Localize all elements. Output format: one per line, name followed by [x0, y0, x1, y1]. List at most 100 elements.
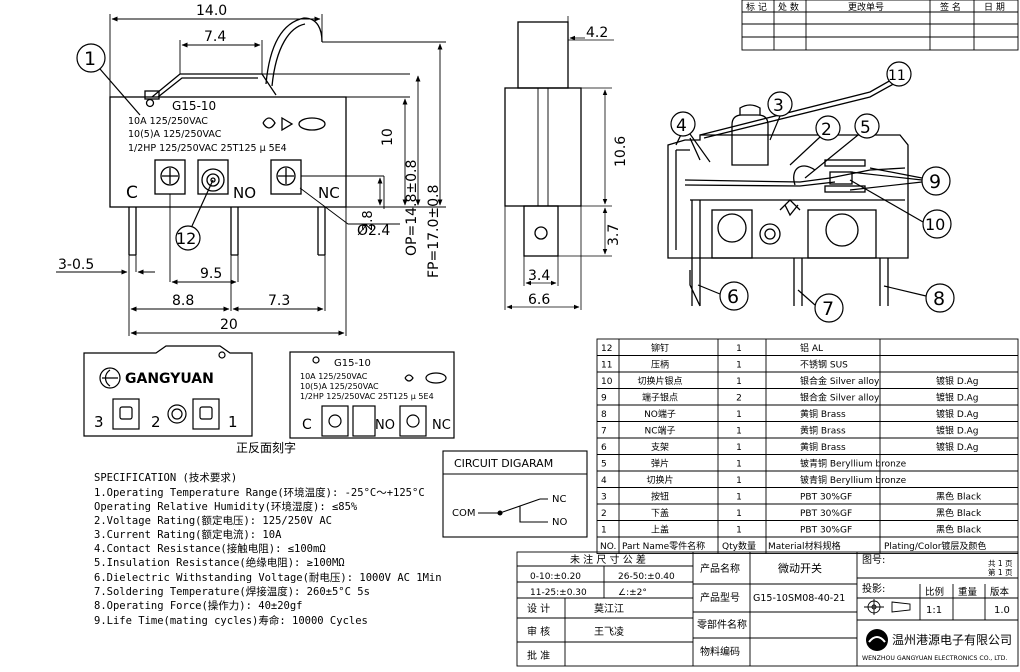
- bom-cell: 端子银点: [642, 392, 678, 404]
- mark-c: C: [302, 417, 312, 433]
- bom-cell: 1: [736, 493, 742, 503]
- mark-rating-1: 10A 125/250VAC: [300, 372, 368, 381]
- tol-title: 未 注 尺 寸 公 差: [570, 553, 646, 566]
- front-marking-view: [289, 351, 455, 439]
- bom-cell: 1: [736, 410, 742, 420]
- rev-h1: 标 记: [746, 1, 767, 13]
- callout-4: 4: [676, 116, 687, 136]
- bom-cell: 支架: [651, 441, 669, 453]
- bom-cell: 1: [736, 377, 742, 387]
- mat-label: 物料编码: [700, 645, 740, 658]
- dim-2-8: 2.8: [361, 210, 376, 231]
- company-name-en: WENZHOU GANGYUAN ELECTRONICS CO., LTD.: [862, 655, 1007, 662]
- drawno-label: 图号:: [862, 554, 885, 566]
- weight-label: 重量: [958, 586, 978, 598]
- brand-label: GANGYUAN: [125, 371, 214, 387]
- bom-cell: 1: [736, 427, 742, 437]
- bom-cell: PBT 30%GF: [800, 509, 852, 519]
- mark-nc: NC: [432, 418, 451, 433]
- dim-7-3: 7.3: [268, 293, 290, 309]
- ver-value: 1.0: [994, 605, 1010, 616]
- callout-3: 3: [773, 96, 784, 116]
- callout-11: 11: [888, 68, 906, 84]
- bom-header: Part Name零件名称: [622, 540, 705, 552]
- bom-cell: 上盖: [651, 524, 669, 536]
- ver-label: 版本: [990, 586, 1010, 598]
- bom-cell: 黑色 Black: [936, 524, 982, 536]
- specification: SPECIFICATION (技术要求) 1.Operating Tempera…: [94, 471, 442, 627]
- tol-2a: 11-25:±0.30: [530, 588, 587, 598]
- bom-cell: 1: [736, 443, 742, 453]
- circuit-diagram: [442, 450, 588, 538]
- proj-label: 投影:: [862, 582, 885, 595]
- dim-fp: FP=17.0±0.8: [426, 185, 442, 278]
- bom-cell: 2: [736, 394, 742, 404]
- bom-cell: 4: [601, 476, 607, 486]
- spec-line: 7.Soldering Temperature(焊接温度): 260±5°C 5…: [94, 585, 370, 598]
- side-view: [504, 16, 614, 310]
- bom-cell: 铝 AL: [800, 342, 823, 354]
- revision-table: [741, 0, 1019, 51]
- callouts-section: [670, 61, 955, 323]
- bom-cell: PBT 30%GF: [800, 526, 852, 536]
- check-value: 王飞凌: [594, 625, 624, 638]
- front-view: [109, 17, 347, 256]
- bom-cell: 9: [601, 394, 607, 404]
- company-name: 温州港源电子有限公司: [892, 633, 1012, 647]
- callout-6: 6: [727, 286, 739, 308]
- spec-line: 6.Dielectric Withstanding Voltage(耐电压): …: [94, 571, 442, 584]
- spec-line: 4.Contact Resistance(接触电阻): ≤100mΩ: [94, 542, 326, 555]
- callout-2: 2: [821, 120, 832, 140]
- bom-cell: 3: [601, 493, 607, 503]
- dim-9-5: 9.5: [200, 266, 222, 282]
- spec-line: 5.Insulation Resistance(绝缘电阻): ≥100MΩ: [94, 556, 345, 569]
- bom-cell: 按钮: [651, 491, 669, 503]
- bom-cell: 11: [601, 361, 612, 371]
- scale-value: 1:1: [926, 605, 942, 616]
- bom-cell: 镀银 D.Ag: [936, 441, 979, 453]
- dim-10-6: 10.6: [613, 136, 629, 167]
- circuit-no: NO: [552, 517, 567, 528]
- check-label: 审 核: [527, 625, 550, 638]
- tol-2b: ∠:±2°: [618, 588, 647, 598]
- bom-cell: 1: [601, 526, 607, 536]
- bom-cell: 黄铜 Brass: [800, 408, 846, 420]
- bom-cell: 1: [736, 460, 742, 470]
- callout-12: 12: [176, 229, 196, 248]
- back-term-3: 3: [94, 413, 104, 431]
- callout-9: 9: [929, 171, 941, 193]
- dim-8-8: 8.8: [172, 293, 194, 309]
- approve-label: 批 准: [527, 649, 550, 662]
- spec-line: 3.Current Rating(额定电流): 10A: [94, 528, 282, 541]
- bom-cell: 不锈钢 SUS: [800, 359, 848, 371]
- dim-3-4: 3.4: [528, 268, 550, 284]
- bom-cell: 黄铜 Brass: [800, 425, 846, 437]
- bom-cell: 5: [601, 460, 607, 470]
- bom-cell: PBT 30%GF: [800, 493, 852, 503]
- dim-10: 10: [380, 128, 396, 146]
- tol-1b: 26-50:±0.40: [618, 572, 675, 582]
- terminal-c-label: C: [126, 183, 138, 203]
- bom-header: Plating/Color镀层及颜色: [884, 540, 986, 552]
- bom-cell: 铆钉: [651, 342, 669, 354]
- dim-hole: Ø2.4: [357, 223, 390, 239]
- terminal-nc-label: NC: [318, 184, 340, 202]
- callout-5: 5: [860, 118, 871, 138]
- bom-cell: 1: [736, 526, 742, 536]
- mark-no: NO: [375, 418, 395, 433]
- rev-h5: 日 期: [984, 2, 1005, 13]
- tol-1a: 0-10:±0.20: [530, 572, 581, 582]
- dim-4-2: 4.2: [586, 25, 608, 41]
- circuit-com: COM: [452, 508, 475, 519]
- bom-cell: 黑色 Black: [936, 491, 982, 503]
- bom-cell: 10: [601, 377, 613, 387]
- sheet-current: 第 1 页: [988, 567, 1013, 577]
- circuit-nc: NC: [552, 494, 566, 505]
- bom-cell: 银合金 Silver alloy: [800, 375, 880, 387]
- pname-value: 微动开关: [778, 561, 822, 575]
- bom-cell: 1: [736, 344, 742, 354]
- bom-cell: 弹片: [651, 458, 669, 470]
- section-view: [667, 74, 909, 307]
- bom-cell: 12: [601, 344, 612, 354]
- terminal-no-label: NO: [233, 184, 256, 202]
